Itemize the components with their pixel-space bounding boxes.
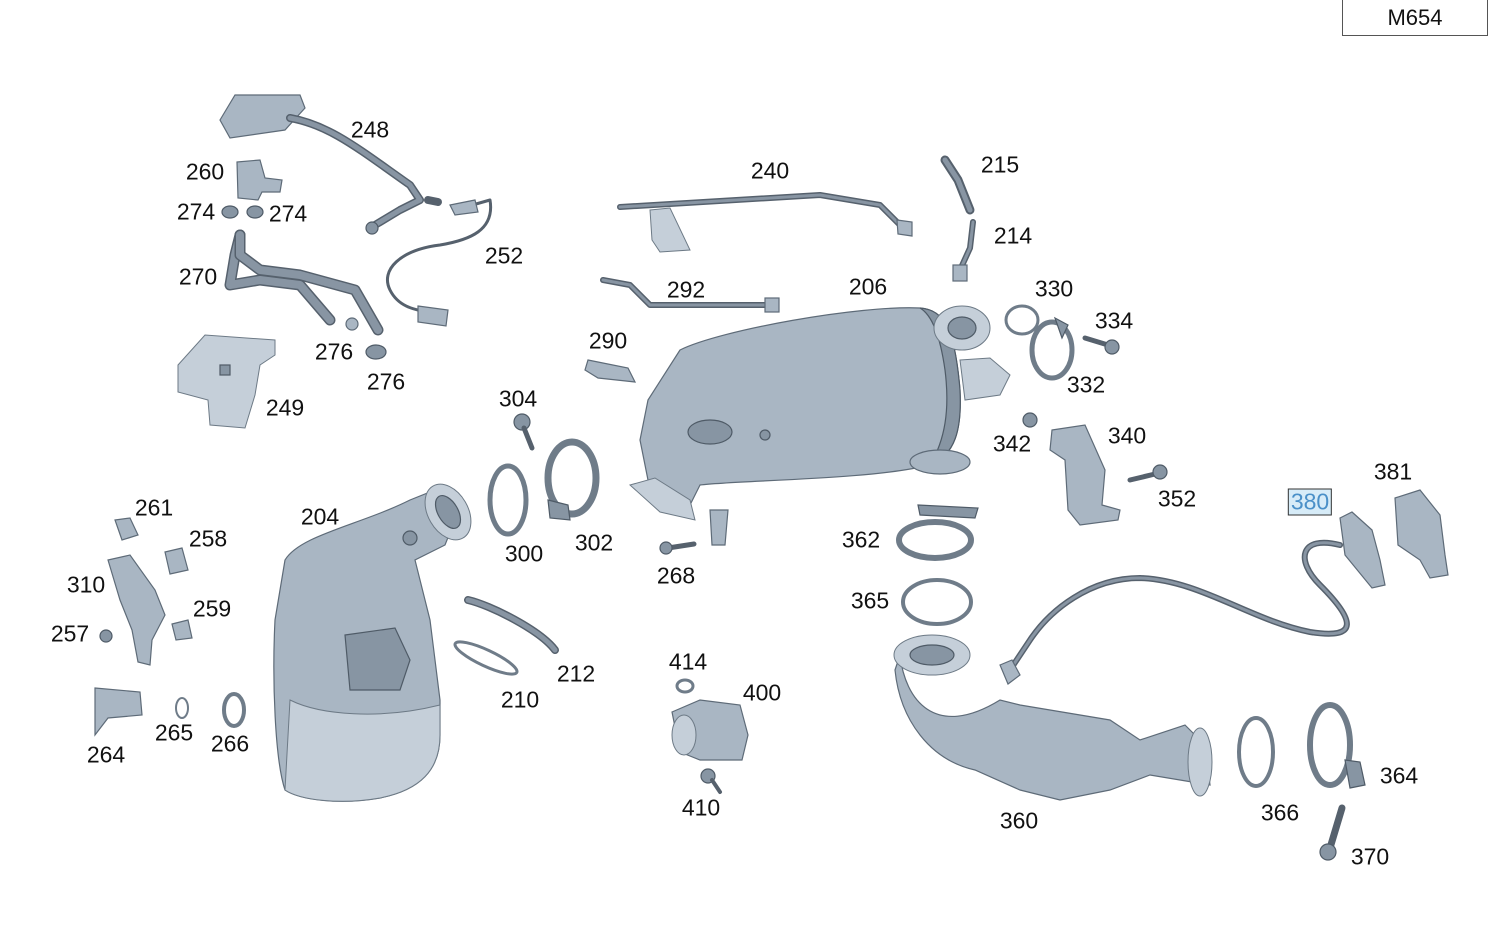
part-label-302[interactable]: 302: [574, 529, 614, 556]
part-400-actuator[interactable]: [671, 699, 749, 761]
part-300-seal-ring[interactable]: [487, 463, 529, 537]
part-label-248[interactable]: 248: [350, 116, 390, 143]
part-266-clamp[interactable]: [222, 692, 246, 728]
part-label-334[interactable]: 334: [1094, 307, 1134, 334]
part-label-380[interactable]: 380: [1287, 488, 1333, 516]
part-label-212[interactable]: 212: [556, 660, 596, 687]
part-label-270[interactable]: 270: [178, 263, 218, 290]
part-214-pipe[interactable]: [952, 219, 976, 282]
part-258-clip[interactable]: [164, 547, 189, 575]
part-340-bracket[interactable]: [1049, 424, 1121, 526]
part-364-v-clamp[interactable]: [1307, 702, 1366, 789]
part-label-210[interactable]: 210: [500, 686, 540, 713]
part-label-290[interactable]: 290: [588, 327, 628, 354]
part-label-332[interactable]: 332: [1066, 371, 1106, 398]
part-352-bolt[interactable]: [1127, 464, 1168, 483]
part-342-nut[interactable]: [1022, 412, 1038, 428]
part-302-clamp[interactable]: [544, 438, 600, 521]
part-204-oxidation-catalyst[interactable]: [273, 476, 480, 802]
part-248-nox-sensor[interactable]: [219, 94, 442, 235]
part-215-hose[interactable]: [940, 155, 975, 215]
part-310-heat-shield[interactable]: [107, 554, 166, 666]
part-label-274[interactable]: 274: [176, 198, 216, 225]
part-365-seal-ring[interactable]: [901, 578, 973, 626]
part-label-414[interactable]: 414: [668, 648, 708, 675]
part-261-clip[interactable]: [114, 517, 139, 541]
model-code: M654: [1387, 4, 1443, 30]
part-380-exhaust-sensor[interactable]: [999, 511, 1386, 685]
part-290-fitting[interactable]: [584, 359, 637, 383]
part-label-268[interactable]: 268: [656, 562, 696, 589]
part-259-clip[interactable]: [171, 619, 193, 641]
part-label-310[interactable]: 310: [66, 571, 106, 598]
part-260-pressure-sensor[interactable]: [236, 159, 283, 201]
part-212-clamp-band[interactable]: [464, 596, 559, 654]
part-label-204[interactable]: 204: [300, 503, 340, 530]
part-label-370[interactable]: 370: [1350, 843, 1390, 870]
part-274-hose-clips[interactable]: [221, 205, 264, 219]
part-414-clip[interactable]: [675, 678, 695, 694]
part-268-bolt[interactable]: [659, 541, 697, 555]
part-252-temperature-sensor[interactable]: [386, 198, 493, 327]
part-265-seal-ring[interactable]: [175, 697, 189, 719]
part-label-292[interactable]: 292: [666, 276, 706, 303]
part-366-seal-ring[interactable]: [1237, 716, 1275, 788]
part-label-261[interactable]: 261: [134, 494, 174, 521]
part-label-240[interactable]: 240: [750, 157, 790, 184]
part-label-366[interactable]: 366: [1260, 799, 1300, 826]
part-label-252[interactable]: 252: [484, 242, 524, 269]
part-label-259[interactable]: 259: [192, 595, 232, 622]
part-362-v-clamp[interactable]: [896, 504, 979, 561]
part-410-screw[interactable]: [700, 768, 722, 794]
part-label-276[interactable]: 276: [366, 368, 406, 395]
part-label-340[interactable]: 340: [1107, 422, 1147, 449]
part-label-274[interactable]: 274: [268, 200, 308, 227]
part-304-screw[interactable]: [513, 413, 535, 451]
part-label-410[interactable]: 410: [681, 794, 721, 821]
part-label-260[interactable]: 260: [185, 158, 225, 185]
part-370-bolt[interactable]: [1319, 804, 1346, 861]
part-label-265[interactable]: 265: [154, 719, 194, 746]
part-330-seal-ring[interactable]: [1004, 304, 1040, 336]
part-label-266[interactable]: 266: [210, 730, 250, 757]
part-label-215[interactable]: 215: [980, 151, 1020, 178]
part-label-206[interactable]: 206: [848, 273, 888, 300]
part-label-352[interactable]: 352: [1157, 485, 1197, 512]
part-276-clamps[interactable]: [345, 317, 387, 360]
part-label-381[interactable]: 381: [1373, 458, 1413, 485]
part-206-particulate-filter[interactable]: [628, 305, 1011, 546]
part-210-ring[interactable]: [452, 636, 520, 679]
part-332-clamp[interactable]: [1029, 316, 1075, 381]
part-label-300[interactable]: 300: [504, 540, 544, 567]
part-label-364[interactable]: 364: [1379, 762, 1419, 789]
part-label-276[interactable]: 276: [314, 338, 354, 365]
part-label-360[interactable]: 360: [999, 807, 1039, 834]
part-label-264[interactable]: 264: [86, 741, 126, 768]
part-264-fitting[interactable]: [94, 687, 143, 737]
model-code-box: M654: [1342, 0, 1488, 36]
part-label-258[interactable]: 258: [188, 525, 228, 552]
part-334-bolt[interactable]: [1082, 335, 1120, 355]
part-label-362[interactable]: 362: [841, 526, 881, 553]
part-240-pressure-line[interactable]: [617, 192, 913, 253]
part-label-400[interactable]: 400: [742, 679, 782, 706]
part-label-257[interactable]: 257: [50, 620, 90, 647]
part-292-pipe[interactable]: [600, 277, 780, 313]
part-257-nut[interactable]: [99, 629, 113, 643]
part-label-342[interactable]: 342: [992, 430, 1032, 457]
part-label-214[interactable]: 214: [993, 222, 1033, 249]
part-381-bracket[interactable]: [1394, 489, 1449, 579]
part-label-330[interactable]: 330: [1034, 275, 1074, 302]
part-270-pressure-hoses[interactable]: [224, 229, 384, 336]
part-label-249[interactable]: 249: [265, 394, 305, 421]
part-label-365[interactable]: 365: [850, 587, 890, 614]
part-249-bracket[interactable]: [177, 334, 276, 429]
part-360-exhaust-pipe[interactable]: [893, 634, 1213, 801]
part-label-304[interactable]: 304: [498, 385, 538, 412]
